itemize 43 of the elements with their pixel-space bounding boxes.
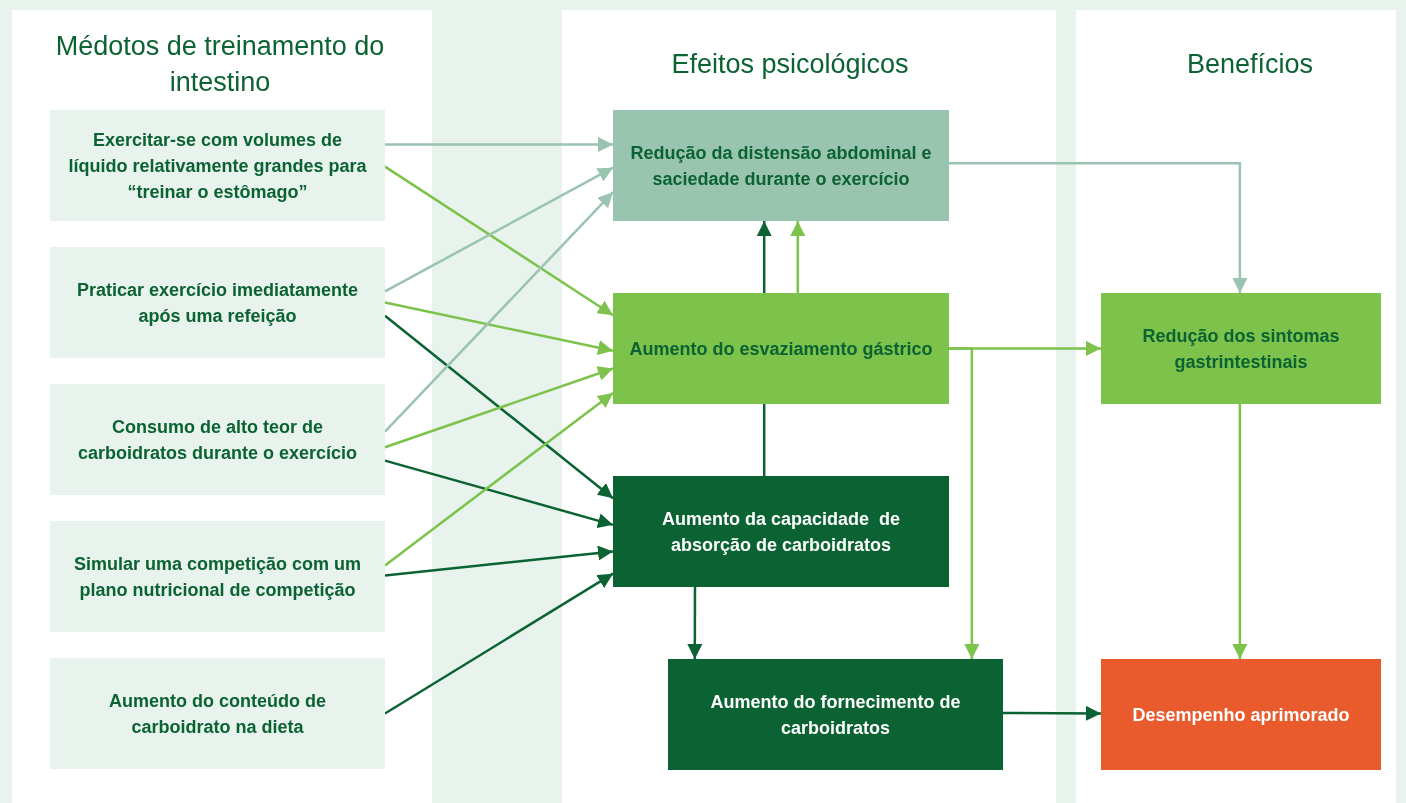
arrow: [949, 347, 980, 659]
arrow: [790, 221, 806, 293]
arrow: [384, 301, 614, 355]
arrow: [1232, 404, 1248, 659]
arrow: [687, 587, 703, 659]
result-box: [1101, 659, 1381, 770]
node-text: Consumo de alto teor de carboidratos durante o exercício: [76, 415, 359, 465]
node-text: Desempenho aprimorado: [1132, 703, 1350, 727]
arrow: [949, 162, 1248, 293]
arrow: [384, 165, 614, 317]
arrow: [384, 391, 614, 567]
arrow: [756, 221, 772, 293]
arrow: [1003, 705, 1101, 721]
node-text: Praticar exercício imediatamente após uma refeição: [75, 278, 360, 328]
arrow: [384, 191, 614, 433]
node-text: Aumento do esvaziamento gástrico: [629, 337, 933, 361]
node-text: Aumento do conteúdo de carboidrato na dieta: [108, 689, 327, 739]
arrow: [384, 366, 614, 449]
method-box: [50, 110, 385, 221]
node-text: Redução da distensão abdominal e saciedade durante o exercício: [629, 141, 933, 191]
benefit-box: [1101, 293, 1381, 404]
arrow: [384, 166, 614, 293]
column-heading: Efeitos psicológicos: [670, 48, 910, 81]
method-box: [50, 247, 385, 358]
effect-box: [668, 659, 1003, 770]
effect-box: [613, 476, 949, 587]
arrow: [384, 459, 614, 528]
arrow: [384, 572, 614, 715]
effect-box: [613, 293, 949, 404]
column-heading: Médotos de treinamento do intestino: [55, 30, 385, 99]
node-text: Aumento da capacidade de absorção de carboidratos: [660, 507, 902, 557]
column-heading: Benefícios: [1185, 48, 1315, 81]
node-text: Aumento do fornecimento de carboidratos: [709, 690, 962, 740]
node-text: Redução dos sintomas gastrintestinais: [1141, 324, 1341, 374]
arrow: [385, 136, 613, 152]
node-text: Simular uma competição com um plano nutricional de competição: [72, 552, 363, 602]
method-box: [50, 384, 385, 495]
arrow: [384, 314, 614, 500]
effect-box: [613, 110, 949, 221]
method-box: [50, 658, 385, 769]
method-box: [50, 521, 385, 632]
node-text: Exercitar-se com volumes de líquido relativamente grandes para “treinar o estômago”: [67, 128, 368, 204]
arrow: [384, 545, 614, 577]
